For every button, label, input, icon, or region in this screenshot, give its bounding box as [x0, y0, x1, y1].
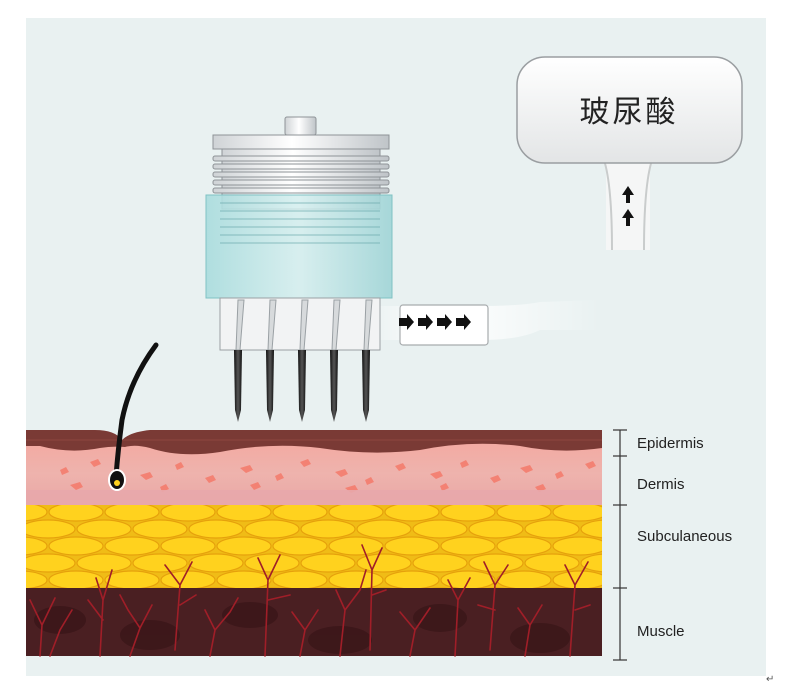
dermis-speck	[520, 465, 533, 473]
fat-cell	[272, 505, 328, 522]
fat-cell	[160, 505, 216, 522]
fat-cell	[468, 519, 524, 539]
fat-cell	[26, 553, 76, 573]
fat-cell	[76, 519, 132, 539]
dermis-speck	[440, 483, 449, 491]
fat-cell	[26, 505, 48, 522]
feed-tube	[380, 300, 600, 346]
blood-vessels	[29, 544, 591, 657]
skin-cross-section	[26, 342, 602, 657]
fat-cell	[328, 505, 384, 522]
dermis-speck	[175, 462, 184, 470]
dermis-speck	[555, 471, 564, 479]
fat-cell	[496, 570, 552, 588]
dermis-speck	[250, 482, 261, 490]
dermis-speck	[490, 475, 501, 483]
fat-cell	[244, 553, 300, 573]
fat-cell	[496, 536, 552, 556]
fat-cell	[328, 536, 384, 556]
epidermis-layer	[26, 430, 602, 455]
label-muscle: Muscle	[637, 623, 685, 640]
fat-cell	[272, 570, 328, 588]
fat-cell	[580, 519, 602, 539]
dermis-speck	[430, 471, 443, 479]
dermis-speck	[395, 463, 406, 471]
fat-cell	[524, 519, 580, 539]
fat-cell	[188, 553, 244, 573]
dermis-speck	[335, 469, 348, 477]
fat-cell	[104, 536, 160, 556]
fat-cell	[384, 536, 440, 556]
dermis-speck	[275, 473, 284, 481]
fat-cell	[244, 519, 300, 539]
needles	[234, 350, 370, 422]
fat-cell	[524, 553, 580, 573]
dermis-speck	[585, 461, 596, 469]
fat-cell	[48, 536, 104, 556]
fat-cell	[384, 505, 440, 522]
fat-cell	[160, 536, 216, 556]
up-arrows-icon	[622, 186, 634, 226]
hair-icon	[108, 342, 159, 491]
fat-cell	[440, 505, 496, 522]
dermis-speck	[365, 477, 374, 485]
fat-cell	[104, 505, 160, 522]
hyaluronic-acid-bubble: 玻尿酸	[516, 56, 743, 251]
corner-mark: ↵	[766, 674, 774, 685]
fat-cell	[412, 519, 468, 539]
fat-cell	[412, 553, 468, 573]
fat-cell	[328, 570, 384, 588]
dermis-speck	[240, 465, 253, 473]
dermis-speck	[140, 472, 153, 480]
fat-cell	[216, 505, 272, 522]
label-dermis: Dermis	[637, 476, 685, 493]
fat-cell	[26, 536, 48, 556]
dermis-speck	[205, 475, 216, 483]
label-epidermis: Epidermis	[637, 435, 704, 452]
microneedle-device	[205, 116, 393, 422]
dermis-speck	[90, 459, 101, 467]
teal-sleeve	[205, 194, 393, 299]
fat-cell	[552, 536, 602, 556]
fat-cell	[440, 536, 496, 556]
fat-cell	[216, 536, 272, 556]
fat-cell	[48, 570, 104, 588]
fat-cell	[132, 553, 188, 573]
fat-cell	[188, 519, 244, 539]
fat-cell	[26, 519, 76, 539]
fat-cell	[216, 570, 272, 588]
fat-cell	[76, 553, 132, 573]
fat-cell	[26, 570, 48, 588]
bubble-label: 玻尿酸	[580, 95, 679, 130]
fat-cell	[552, 570, 602, 588]
dermis-speck	[460, 460, 469, 468]
layer-scale	[613, 429, 627, 661]
fat-cell	[300, 519, 356, 539]
fat-cell	[356, 519, 412, 539]
fat-cell	[160, 570, 216, 588]
label-subcutaneous: Subculaneous	[637, 528, 732, 545]
dermis-speck	[70, 482, 83, 490]
fat-cell	[468, 553, 524, 573]
fat-cell	[356, 553, 412, 573]
right-arrows-icon	[399, 314, 471, 330]
dermis-speck	[300, 459, 311, 467]
fat-cell	[440, 570, 496, 588]
fat-cell	[496, 505, 552, 522]
fat-cell	[384, 570, 440, 588]
fat-cell	[272, 536, 328, 556]
fat-cell	[132, 519, 188, 539]
fat-cell	[300, 553, 356, 573]
fat-cell	[104, 570, 160, 588]
fat-cell	[580, 553, 602, 573]
dermis-layer	[26, 442, 602, 505]
fat-cell	[48, 505, 104, 522]
fat-cell	[552, 505, 602, 522]
dermis-speck	[60, 467, 69, 475]
